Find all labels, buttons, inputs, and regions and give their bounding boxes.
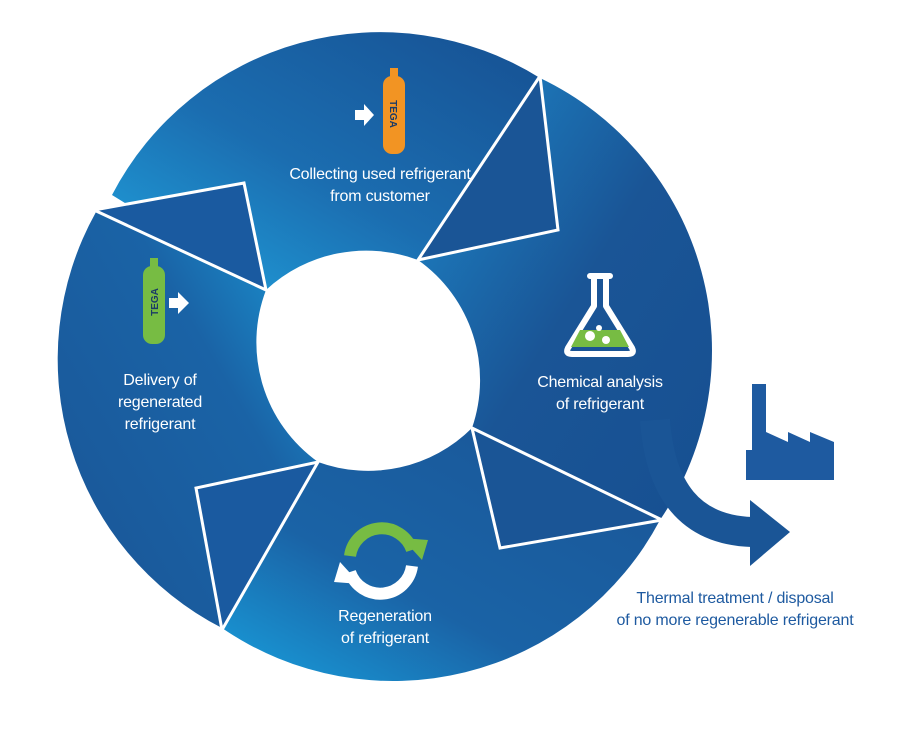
orange-gas-cylinder-icon: TEGA (383, 68, 405, 154)
step-analysis-label: Chemical analysis of refrigerant (520, 372, 680, 416)
flask-icon (564, 273, 636, 357)
step-regeneration-line2: of refrigerant (341, 630, 429, 647)
arrow-head-left (89, 181, 269, 293)
cylinder-brand-orange: TEGA (387, 100, 398, 128)
arrow-head-top (414, 71, 560, 263)
cylinder-brand-green: TEGA (150, 288, 161, 316)
step-delivery-line3: refrigerant (124, 416, 196, 433)
arrow-head-right (469, 425, 667, 550)
recycle-arrows-icon (334, 522, 428, 600)
disposal-arrow-head (750, 500, 790, 566)
step-regeneration-line1: Regeneration (338, 608, 432, 625)
step-collecting-label: Collecting used refrigerant from custome… (270, 164, 490, 208)
arrow-right-icon (355, 104, 374, 126)
step-disposal-line1: Thermal treatment / disposal (636, 590, 834, 607)
segment-delivery (57, 183, 318, 628)
segment-regeneration (196, 428, 660, 682)
step-collecting-line1: Collecting used refrigerant (289, 166, 471, 183)
step-regeneration-label: Regeneration of refrigerant (310, 606, 460, 650)
arrow-right-icon (169, 292, 189, 314)
step-collecting-line2: from customer (330, 188, 430, 205)
step-delivery-line2: regenerated (117, 394, 203, 411)
segment-analysis (418, 78, 712, 548)
step-disposal-label: Thermal treatment / disposal of no more … (600, 588, 870, 632)
step-delivery-line1: Delivery of (123, 372, 197, 389)
step-disposal-line2: of no more regenerable refrigerant (616, 612, 854, 629)
disposal-arrow (640, 418, 754, 547)
factory-icon (746, 384, 834, 480)
green-gas-cylinder-icon: TEGA (143, 258, 165, 344)
step-delivery-label: Delivery of regenerated refrigerant (100, 370, 220, 436)
step-analysis-line1: Chemical analysis (537, 374, 663, 391)
step-analysis-line2: of refrigerant (556, 396, 644, 413)
arrow-head-bottom (194, 459, 321, 635)
